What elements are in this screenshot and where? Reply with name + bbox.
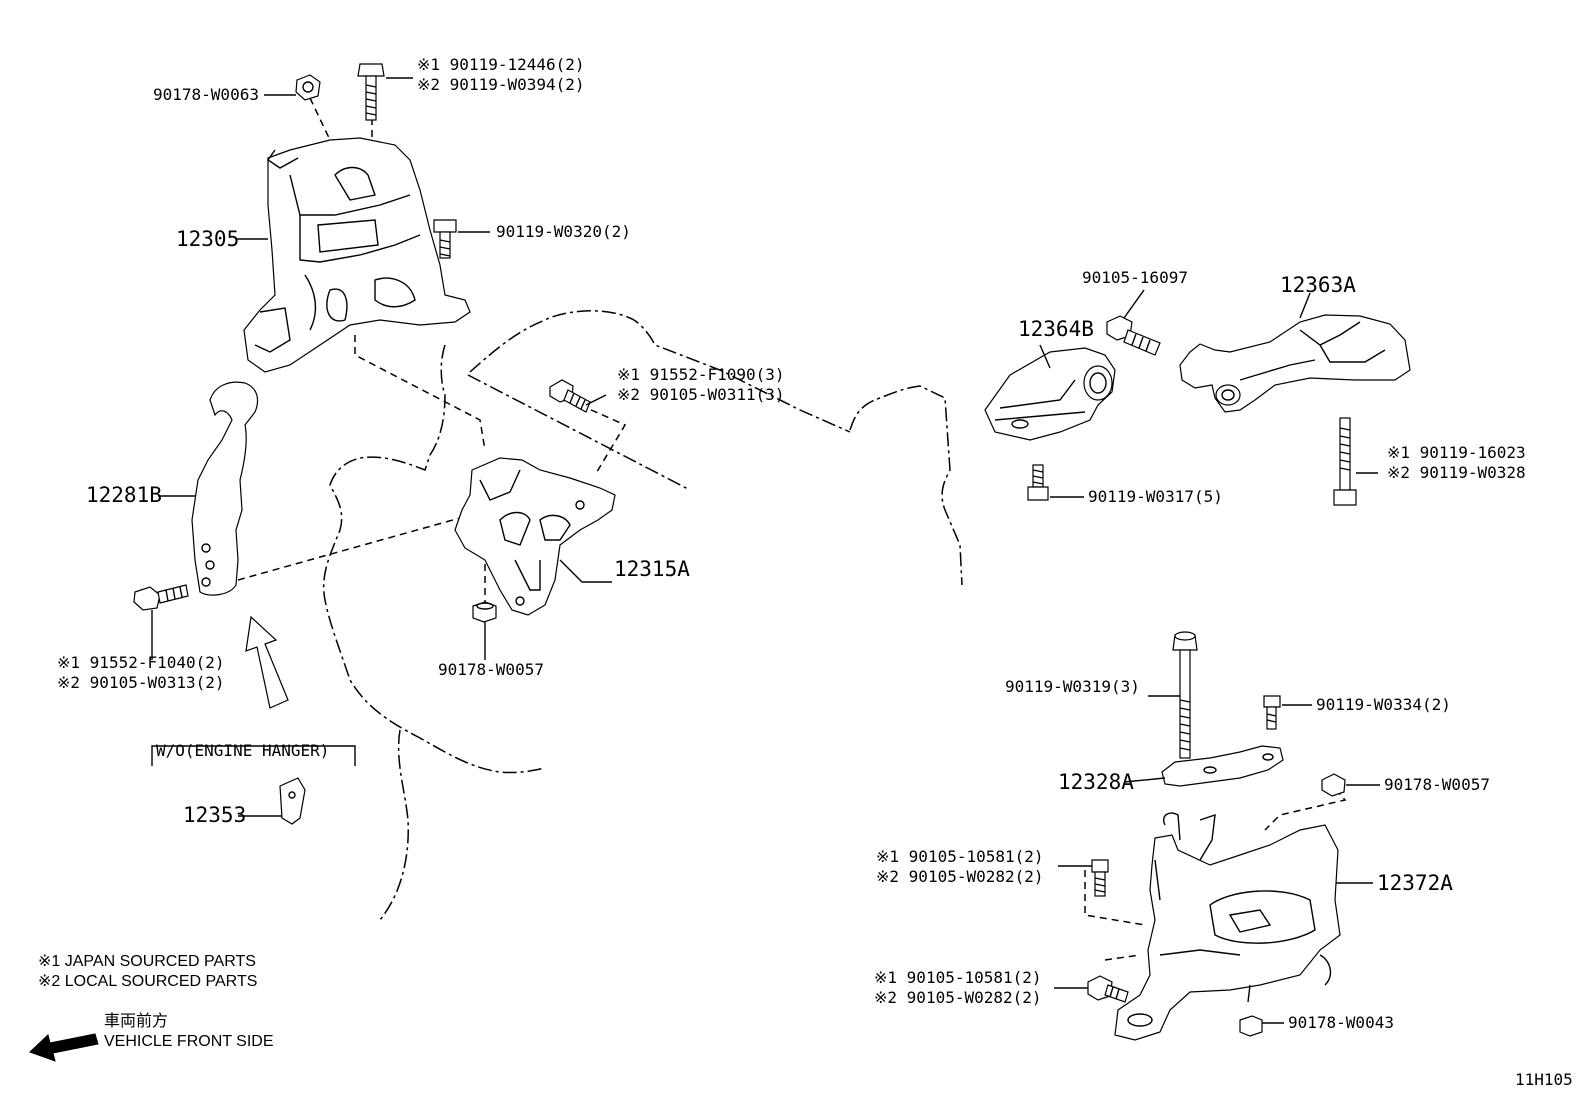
bolt-90119-W0319 — [1172, 631, 1198, 759]
engine-hanger-bracket-line — [151, 745, 356, 766]
nut-90178-W0063 — [295, 74, 321, 101]
legend-front-en: VEHICLE FRONT SIDE — [104, 1033, 274, 1050]
part-labels: 90178-W0063 ※1 90119-12446(2) ※2 90119-W… — [57, 55, 1526, 1032]
legend-local: ※2 LOCAL SOURCED PARTS — [38, 973, 257, 990]
bolt-left — [133, 584, 189, 611]
label-right-bolt-2: ※2 90119-W0328 — [1387, 463, 1526, 482]
label-top-bolt-2: ※2 90119-W0394(2) — [417, 75, 585, 94]
label-12363A: 12363A — [1280, 273, 1356, 297]
bolt-lower-1 — [1091, 859, 1109, 897]
label-90119-W0334: 90119-W0334(2) — [1316, 695, 1451, 714]
legend-japan: ※1 JAPAN SOURCED PARTS — [38, 953, 256, 970]
label-12353: 12353 — [183, 803, 246, 827]
label-12281B: 12281B — [86, 483, 162, 507]
label-left-bolt-1: ※1 91552-F1040(2) — [57, 653, 225, 672]
label-12315A: 12315A — [614, 557, 690, 581]
leader-lines — [151, 77, 1380, 1024]
diagram-id: 11H105 — [1515, 1070, 1573, 1089]
transmission-mount-12372A — [1114, 812, 1341, 1041]
label-mid-bolt-1: ※1 91552-F1090(3) — [617, 365, 785, 384]
label-90178-W0043: 90178-W0043 — [1288, 1013, 1394, 1032]
label-90119-W0317: 90119-W0317(5) — [1088, 487, 1223, 506]
bolt-lower-2 — [1087, 975, 1129, 1003]
bolt-90119-W0320 — [433, 219, 457, 259]
bolt-mid — [549, 379, 591, 413]
nut-90178-W0043 — [1239, 1015, 1263, 1037]
front-arrow-icon — [29, 1033, 99, 1062]
label-12372A: 12372A — [1377, 871, 1453, 895]
nut-90178-W0057-a — [472, 601, 497, 623]
label-top-bolt-1: ※1 90119-12446(2) — [417, 55, 585, 74]
rear-bracket-12364B — [984, 347, 1116, 441]
label-right-bolt-1: ※1 90119-16023 — [1387, 443, 1526, 462]
bolt-90119-W0334 — [1263, 695, 1281, 730]
label-12305: 12305 — [176, 227, 239, 251]
engine-mount-bracket-12305 — [243, 137, 471, 373]
label-90178-W0063: 90178-W0063 — [153, 85, 259, 104]
label-lower-bolt-2-a: ※1 90105-10581(2) — [874, 968, 1042, 987]
label-left-bolt-2: ※2 90105-W0313(2) — [57, 673, 225, 692]
bolt-top — [357, 63, 385, 121]
label-lower-bolt-1-b: ※2 90105-W0282(2) — [876, 867, 1044, 886]
label-engine-hanger-note: W/O(ENGINE HANGER) — [156, 741, 329, 760]
bracket-12353 — [279, 777, 306, 825]
legend-front-jp: 車両前方 — [104, 1012, 168, 1030]
label-12328A: 12328A — [1058, 770, 1134, 794]
arrow-up-icon — [245, 615, 289, 709]
label-lower-bolt-1-a: ※1 90105-10581(2) — [876, 847, 1044, 866]
label-90119-W0319: 90119-W0319(3) — [1005, 677, 1140, 696]
bolt-90105-16097 — [1106, 315, 1161, 356]
engine-hanger-12281B — [191, 381, 259, 596]
legend: ※1 JAPAN SOURCED PARTS ※2 LOCAL SOURCED … — [29, 953, 274, 1062]
label-12364B: 12364B — [1018, 317, 1094, 341]
torque-rod-12363A — [1179, 314, 1411, 413]
center-bracket-12315A — [454, 457, 616, 616]
label-mid-bolt-2: ※2 90105-W0311(3) — [617, 385, 785, 404]
label-90105-16097: 90105-16097 — [1082, 268, 1188, 287]
label-90178-W0057-a: 90178-W0057 — [438, 660, 544, 679]
bolt-90119-W0317 — [1027, 464, 1049, 501]
engine-outline — [322, 310, 963, 921]
bolt-right — [1333, 417, 1357, 506]
label-lower-bolt-2-b: ※2 90105-W0282(2) — [874, 988, 1042, 1007]
plate-12328A — [1161, 745, 1284, 787]
label-90178-W0057-b: 90178-W0057 — [1384, 775, 1490, 794]
nut-90178-W0057-b — [1321, 773, 1346, 797]
label-90119-W0320: 90119-W0320(2) — [496, 222, 631, 241]
